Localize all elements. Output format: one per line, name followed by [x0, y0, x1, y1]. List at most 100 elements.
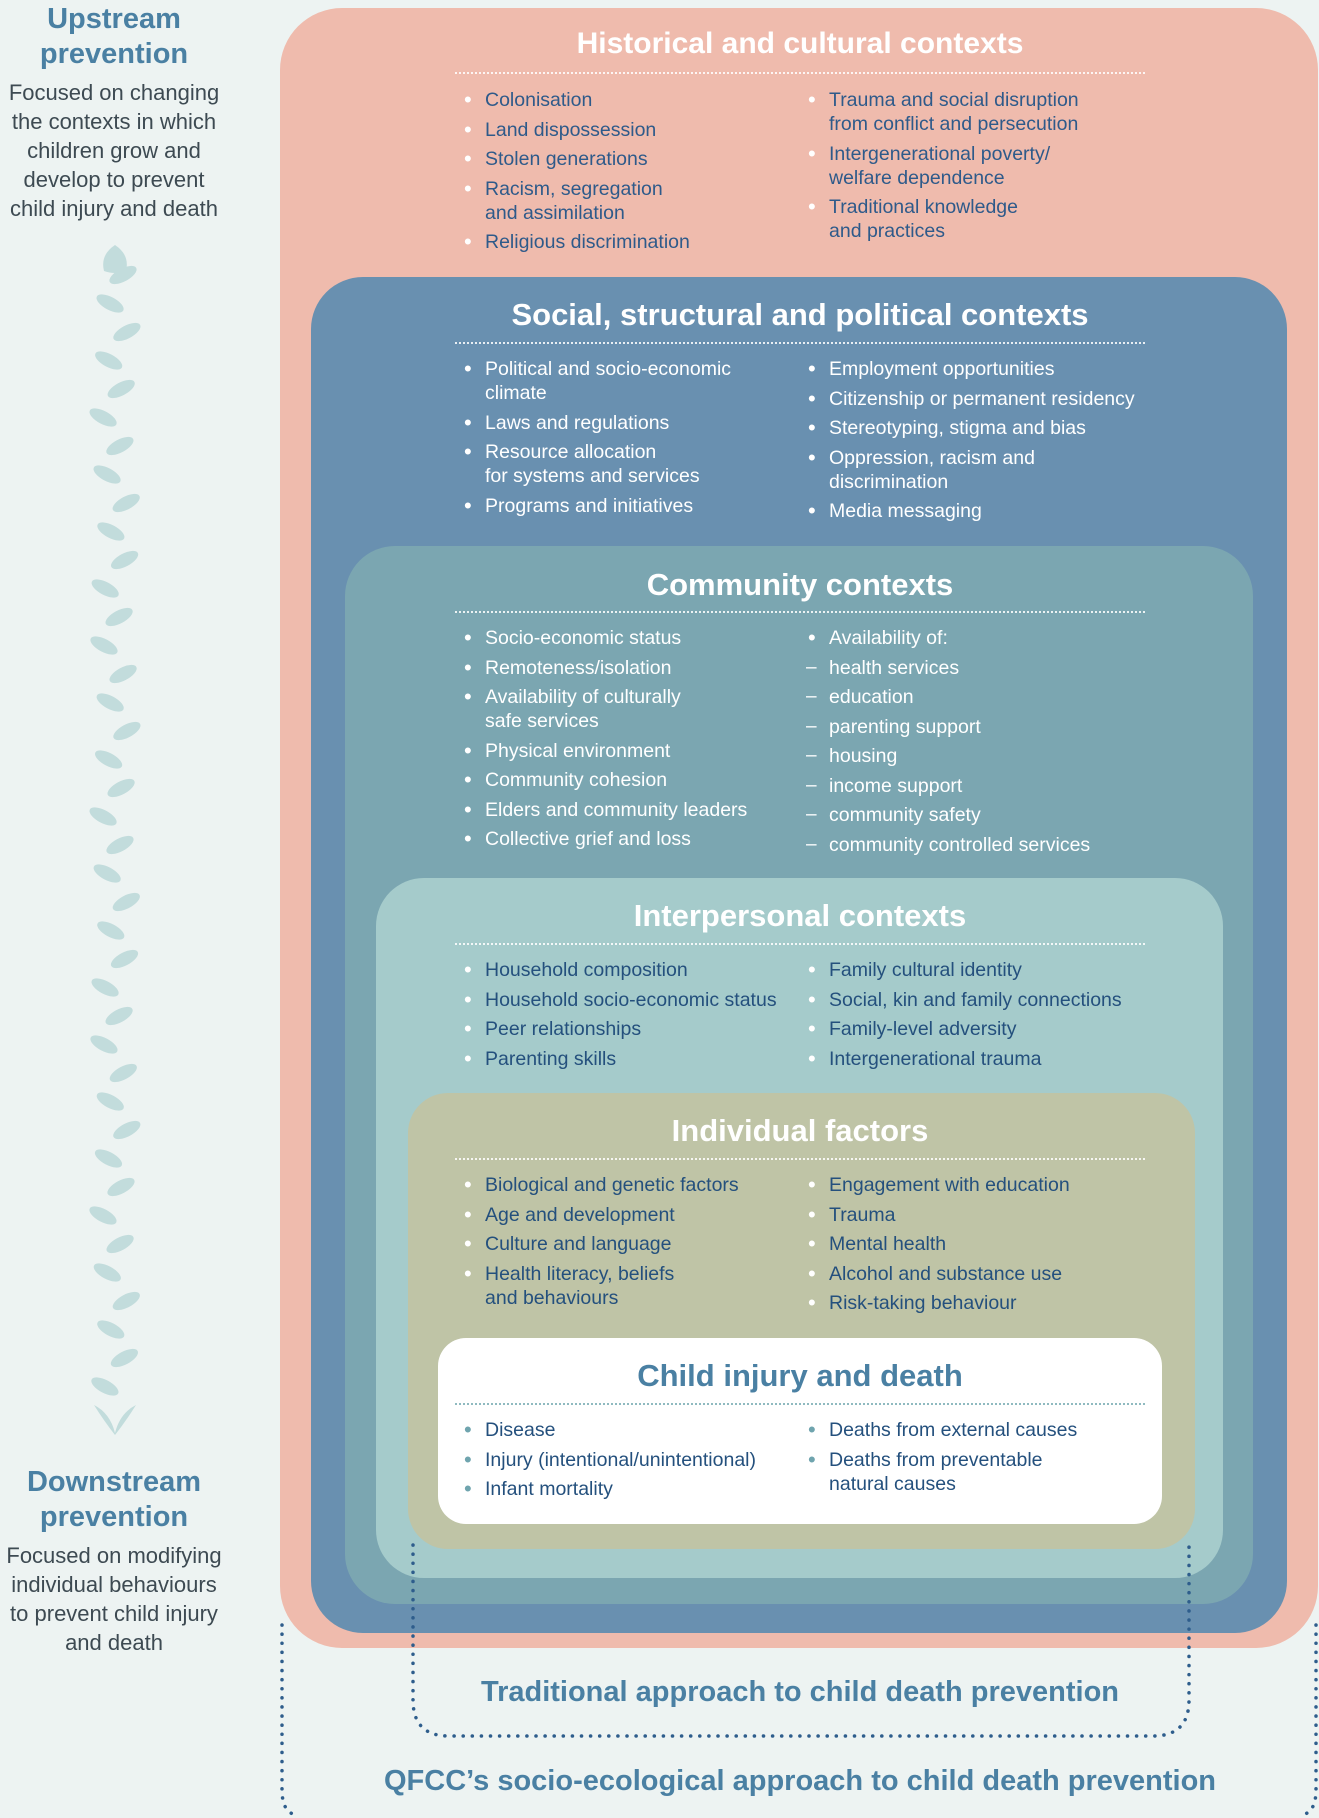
historical-title: Historical and cultural contexts [576, 27, 1024, 60]
leaf-icon [91, 1377, 119, 1396]
leaf-icon [93, 864, 121, 883]
individual-list-left: Biological and genetic factorsAge and de… [462, 1173, 802, 1315]
list-item: Deaths from external causes [806, 1418, 1166, 1442]
list-item: Media messaging [806, 499, 1166, 523]
leaf-icon [112, 892, 140, 912]
leaf-icon [91, 978, 119, 997]
leaf-icon [93, 465, 121, 484]
qfcc-approach-bracket [280, 1623, 1318, 1817]
child-title: Child injury and death [637, 1358, 963, 1393]
individual-list-right: Engagement with educationTraumaMental he… [806, 1173, 1166, 1321]
list-item: housing [806, 744, 1166, 768]
community-availability-heading: Availability of: [806, 626, 1166, 650]
leaf-icon [110, 949, 139, 969]
interpersonal-list-left: Household compositionHousehold socio-eco… [462, 958, 802, 1076]
leaf-icon [107, 379, 135, 399]
social-list-left: Political and socio-economicclimateLaws … [462, 357, 802, 523]
individual-divider [455, 1158, 1145, 1160]
leaf-icon [96, 693, 124, 712]
leaf-icon [89, 807, 117, 826]
social-list-right: Employment opportunitiesCitizenship or p… [806, 357, 1166, 529]
list-item: parenting support [806, 715, 1166, 739]
list-item: Social, kin and family connections [806, 988, 1166, 1012]
list-item: Injury (intentional/unintentional) [462, 1448, 802, 1472]
list-item: Programs and initiatives [462, 494, 802, 518]
upstream-prevention: Upstream prevention Focused on changing … [0, 2, 228, 223]
leaf-icon [89, 1206, 117, 1225]
leaf-icon [94, 1149, 123, 1168]
leaf-icon [113, 721, 141, 741]
community-list-right: Availability of: health serviceseducatio… [806, 626, 1166, 862]
leaf-vine-arrow-icon [89, 245, 141, 1435]
leaf-icon [105, 1006, 133, 1026]
child-list-right: Deaths from external causesDeaths from p… [806, 1418, 1166, 1501]
historical-list-left: ColonisationLand dispossessionStolen gen… [462, 88, 802, 260]
list-item: Colonisation [462, 88, 802, 112]
leaf-icon [113, 1120, 141, 1140]
leaf-icon [95, 351, 123, 370]
list-item: Community cohesion [462, 768, 802, 792]
leaf-icon [113, 322, 141, 342]
list-item: income support [806, 774, 1166, 798]
downstream-prevention: Downstream prevention Focused on modifyi… [0, 1465, 228, 1657]
community-divider [455, 611, 1145, 613]
list-item: Laws and regulations [462, 411, 802, 435]
top-leaf-icon [103, 245, 127, 273]
list-item: Infant mortality [462, 1477, 802, 1501]
list-item: community controlled services [806, 833, 1166, 857]
list-item: Employment opportunities [806, 357, 1166, 381]
list-item: Intergenerational poverty/welfare depend… [806, 142, 1166, 190]
list-item: Elders and community leaders [462, 798, 802, 822]
child-divider [455, 1403, 1145, 1405]
community-list-left: Socio-economic statusRemoteness/isolatio… [462, 626, 802, 857]
leaf-icon [91, 579, 119, 598]
list-item: Religious discrimination [462, 230, 802, 254]
list-item: Alcohol and substance use [806, 1262, 1166, 1286]
leaf-icon [110, 1348, 138, 1368]
list-item: Disease [462, 1418, 802, 1442]
list-item: Stolen generations [462, 147, 802, 171]
list-item: Trauma [806, 1203, 1166, 1227]
upstream-description: Focused on changing the contexts in whic… [8, 80, 220, 221]
list-item: Peer relationships [462, 1017, 802, 1041]
list-item: Intergenerational trauma [806, 1047, 1166, 1071]
arrow-down-icon [94, 1405, 136, 1435]
leaf-icon [111, 550, 139, 570]
list-item: Mental health [806, 1232, 1166, 1256]
leaf-icon [89, 408, 117, 427]
interpersonal-list-right: Family cultural identitySocial, kin and … [806, 958, 1166, 1076]
upstream-heading: Upstream prevention [39, 3, 189, 70]
social-title: Social, structural and political context… [511, 297, 1089, 332]
leaf-icon [96, 294, 124, 313]
interpersonal-divider [455, 943, 1145, 945]
leaf-icon [106, 835, 134, 855]
leaf-icon [90, 636, 118, 655]
leaf-icon [97, 921, 125, 940]
traditional-approach-bracket [411, 1543, 1191, 1738]
leaf-icon [112, 493, 140, 513]
leaf-icon [90, 1035, 118, 1054]
leaf-icon [95, 750, 123, 769]
list-item: Engagement with education [806, 1173, 1166, 1197]
leaf-icon [105, 607, 133, 627]
list-item: Land dispossession [462, 118, 802, 142]
leaf-icon [97, 522, 125, 541]
child-list-left: DiseaseInjury (intentional/unintentional… [462, 1418, 802, 1507]
historical-divider [455, 72, 1145, 74]
list-item: Physical environment [462, 739, 802, 763]
list-item: education [806, 685, 1166, 709]
list-item: Parenting skills [462, 1047, 802, 1071]
leaf-icon [109, 1063, 137, 1083]
leaf-icon [93, 1263, 121, 1282]
list-item: Collective grief and loss [462, 827, 802, 851]
list-item: Remoteness/isolation [462, 656, 802, 680]
list-item: community safety [806, 803, 1166, 827]
